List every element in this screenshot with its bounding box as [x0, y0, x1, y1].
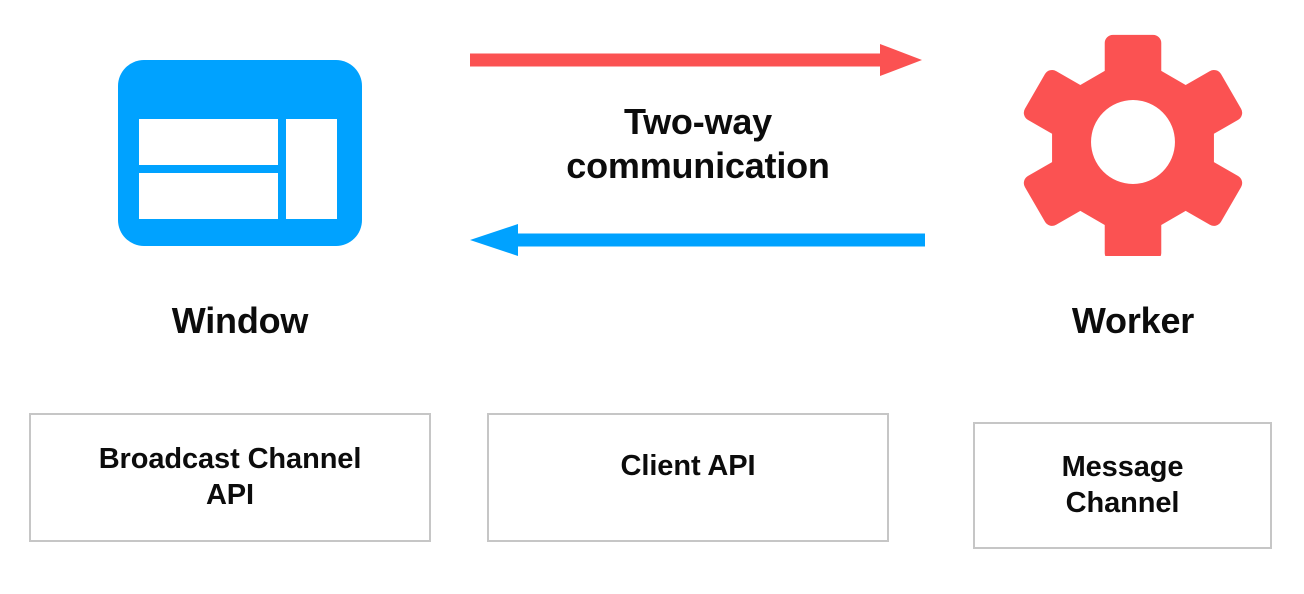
- connector-caption-line1: Two-way: [624, 101, 772, 142]
- arrow-worker-to-window: [470, 224, 925, 256]
- node-label-window: Window: [171, 300, 309, 341]
- api-box-message-channel: Message Channel: [973, 422, 1272, 549]
- api-box-label: Message Channel: [1061, 451, 1184, 519]
- window-icon-pane-top-left: [139, 119, 278, 165]
- connector-caption: Two-way communication: [472, 100, 924, 188]
- connector-caption-line2: communication: [566, 144, 830, 186]
- window-icon-pane-bottom-left: [139, 173, 278, 219]
- node-label-worker: Worker: [1071, 300, 1195, 341]
- api-box-label: Client API: [620, 449, 756, 482]
- window-icon-pane-right: [286, 119, 337, 219]
- api-box-broadcast-channel-api: Broadcast Channel API: [29, 413, 431, 542]
- browser-window-icon: [118, 60, 362, 246]
- arrow-window-to-worker: [470, 44, 922, 76]
- api-box-client-api: Client API: [487, 413, 889, 542]
- api-box-label: Broadcast Channel API: [98, 443, 362, 511]
- gear-icon: [1014, 28, 1252, 256]
